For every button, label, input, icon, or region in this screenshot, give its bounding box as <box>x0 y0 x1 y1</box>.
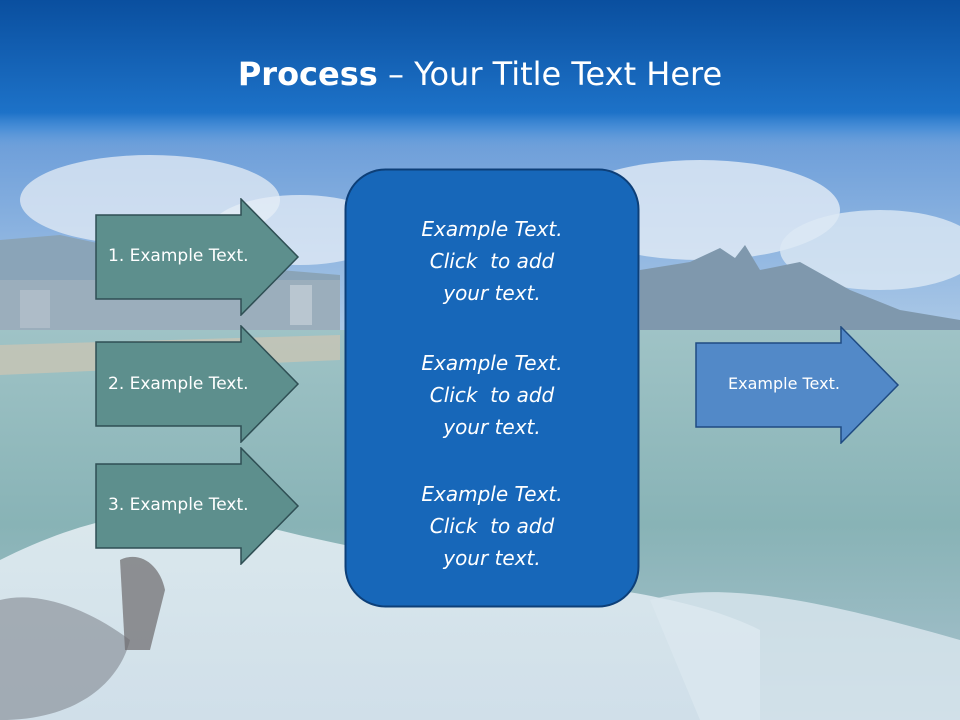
process-text-1-line1: Example Text. <box>421 217 563 241</box>
step-arrow-1[interactable] <box>95 198 300 316</box>
step-label-2: 2. Example Text. <box>108 374 249 394</box>
process-text-3-line1: Example Text. <box>421 482 563 506</box>
process-text-3-line2: Click to add <box>429 514 555 538</box>
process-text-1-line2: Click to add <box>429 249 555 273</box>
step-label-3: 3. Example Text. <box>108 495 249 515</box>
process-text-3-line3: your text. <box>443 546 541 570</box>
title-rest: – Your Title Text Here <box>377 55 723 93</box>
process-text-2-line3: your text. <box>443 415 541 439</box>
process-text-2-line1: Example Text. <box>421 351 563 375</box>
output-label: Example Text. <box>728 374 840 393</box>
process-text-3[interactable]: Example Text. Click to add your text. <box>344 478 640 574</box>
title-bar <box>0 0 960 150</box>
step-label-1: 1. Example Text. <box>108 246 249 266</box>
title-bold: Process <box>237 55 378 93</box>
page-title: Process – Your Title Text Here <box>0 52 960 96</box>
output-arrow[interactable] <box>695 326 900 444</box>
process-box[interactable] <box>344 168 640 608</box>
process-text-1-line3: your text. <box>443 281 541 305</box>
process-text-2[interactable]: Example Text. Click to add your text. <box>344 347 640 443</box>
process-text-1[interactable]: Example Text. Click to add your text. <box>344 213 640 309</box>
step-arrow-3[interactable] <box>95 447 300 565</box>
process-text-2-line2: Click to add <box>429 383 555 407</box>
step-arrow-2[interactable] <box>95 325 300 443</box>
